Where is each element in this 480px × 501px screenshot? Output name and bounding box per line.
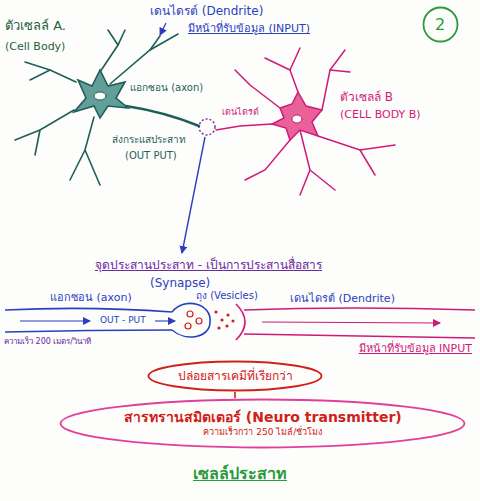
- label-text: ส่งกระแสประสาท: [112, 134, 186, 146]
- label-text: แอกซอน (axon): [50, 291, 132, 304]
- neurotransmitter-dots: [214, 310, 234, 329]
- label-text: (Cell Body): [5, 40, 65, 53]
- node-text-group: สารทรานสมิตเตอร์ (Neuro transmitter)ความ…: [124, 409, 402, 438]
- label-text: OUT - PUT: [100, 315, 146, 326]
- axon-terminal: [5, 303, 210, 337]
- label-text: ถุง (Vesicles): [196, 290, 258, 302]
- cell-b: [216, 48, 395, 195]
- label-text: เดนไดรต์: [222, 107, 259, 118]
- node-text-group: 2: [435, 15, 445, 35]
- node-text: ปล่อยสารเคมีที่เรียกว่า: [178, 369, 293, 384]
- label-text: (OUT PUT): [125, 150, 177, 162]
- label-text: (CELL BODY B): [340, 108, 421, 121]
- label-text: (Synapse): [150, 276, 210, 290]
- outline-shape: [149, 362, 322, 391]
- label-text: ตัวเซลล์ B: [340, 90, 393, 104]
- synapse-mark: [199, 119, 215, 135]
- leader-arrow: [182, 137, 205, 253]
- label-text: เดนไดรต์ (Dendrite): [290, 292, 395, 305]
- page-number: 2: [422, 6, 459, 43]
- node-text: สารทรานสมิตเตอร์ (Neuro transmitter): [124, 409, 402, 427]
- term-oval: สารทรานสมิตเตอร์ (Neuro transmitter)ความ…: [59, 398, 466, 449]
- callout-oval: ปล่อยสารเคมีที่เรียกว่า: [147, 360, 323, 392]
- connector: [234, 392, 236, 398]
- outline-shape: [61, 400, 465, 448]
- label-text: มีหน้าที่รับข้อมูล INPUT: [359, 342, 472, 355]
- leader-arrow: [160, 23, 166, 35]
- cell-a: [15, 30, 199, 185]
- node-text: ความเร็วกว่า 250 ไมล์/ชั่วโมง: [124, 427, 402, 438]
- label-text: แอกซอน (axon): [130, 82, 203, 94]
- node-text: 2: [435, 15, 445, 35]
- outline-shape: [424, 8, 458, 42]
- label-text: เดนไดรต์ (Dendrite): [150, 4, 263, 18]
- label-text: มีหน้าที่รับข้อมูล (INPUT): [188, 22, 310, 35]
- vesicles: [185, 311, 202, 329]
- label-text: ตัวเซลล์ A.: [5, 18, 66, 34]
- caption: เซลล์ประสาท: [193, 464, 287, 483]
- label-text: ความเร็ว 200 เมตร/วินาที: [4, 337, 91, 347]
- node-text-group: ปล่อยสารเคมีที่เรียกว่า: [178, 369, 293, 384]
- label-text: จุดประสานประสาท - เป็นการประสานสื่อสาร: [95, 258, 322, 272]
- dendrite-b: [236, 304, 475, 340]
